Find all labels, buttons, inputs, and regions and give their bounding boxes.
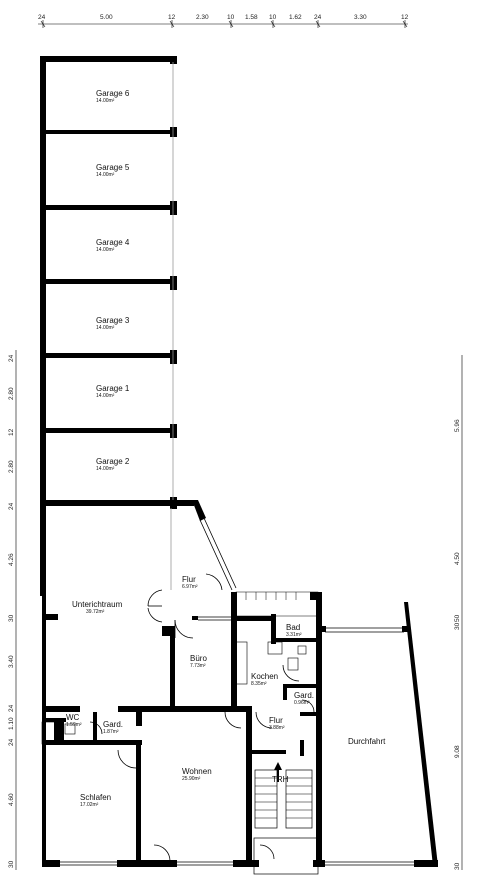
dim-right-1: 5.96: [454, 419, 461, 432]
room-garage5-name: Garage 5: [96, 163, 130, 172]
room-garage4-area: 14.00m²: [96, 247, 115, 253]
room-bad-name: Bad: [286, 623, 300, 632]
dim-top-10: 3.30: [354, 14, 367, 21]
room-wc-area: 1.59m²: [66, 722, 82, 728]
room-trh-name: TRH: [272, 775, 289, 784]
room-garage2-area: 14.00m²: [96, 466, 115, 472]
room-garage6-area: 14.00m²: [96, 98, 115, 104]
room-unterricht-name: Unterichtraum: [72, 600, 123, 609]
walls: [40, 56, 438, 867]
room-durchfahrt-name: Durchfahrt: [348, 737, 386, 746]
room-schlafen-name: Schlafen: [80, 793, 111, 802]
room-wohnen-name: Wohnen: [182, 767, 212, 776]
dim-right-4: 50: [454, 614, 461, 622]
dim-left-8: 3.40: [8, 655, 15, 668]
room-garage1-area: 14.00m²: [96, 393, 115, 399]
dim-top-9: 24: [314, 14, 322, 21]
dim-right-3: 30: [454, 622, 461, 630]
dim-top-1: 24: [38, 14, 46, 21]
dim-top-8: 1.62: [289, 14, 302, 21]
room-garage5-area: 14.00m²: [96, 172, 115, 178]
dim-left-4: 2.80: [8, 460, 15, 473]
room-bad-area: 3.31m²: [286, 632, 302, 638]
room-gard1-area: 0.96m²: [294, 700, 310, 706]
dim-top-5: 10: [227, 14, 235, 21]
dim-left-1: 24: [8, 354, 15, 362]
dim-top-2: 5.00: [100, 14, 113, 21]
top-dimension-line: 24 5.00 12 2.30 10 1.58 10 1.62 24 3.30 …: [38, 14, 409, 28]
kitchen-fixtures: [41, 641, 307, 745]
dim-right-2: 4.50: [454, 552, 461, 565]
right-dimension-line: 5.96 4.50 30 50 9.08 30: [454, 355, 463, 870]
stairs: [235, 591, 319, 875]
room-buero-name: Büro: [190, 654, 207, 663]
dim-top-11: 12: [401, 14, 409, 21]
dim-top-4: 2.30: [196, 14, 209, 21]
room-garage3-name: Garage 3: [96, 316, 130, 325]
dim-left-12: 4.60: [8, 793, 15, 806]
room-flur2-name: Flur: [269, 716, 283, 725]
room-garage6-name: Garage 6: [96, 89, 130, 98]
room-schlafen-area: 17.02m²: [80, 802, 99, 808]
room-wc-name: WC: [66, 713, 80, 722]
dim-left-3: 12: [8, 428, 15, 436]
dim-left-5: 24: [8, 502, 15, 510]
room-gard1-name: Gard.: [294, 691, 314, 700]
dim-right-6: 30: [454, 862, 461, 870]
dim-left-11: 24: [8, 738, 15, 746]
room-flur1-area: 6.97m²: [182, 584, 198, 590]
room-garage1-name: Garage 1: [96, 384, 130, 393]
room-gard2-area: 1.87m²: [103, 729, 119, 735]
room-garage2-name: Garage 2: [96, 457, 130, 466]
dim-left-7: 30: [8, 614, 15, 622]
room-wohnen-area: 25.90m²: [182, 776, 201, 782]
room-kochen-area: 8.35m²: [251, 681, 267, 687]
dim-left-6: 4.26: [8, 553, 15, 566]
dim-left-10: 1.10: [8, 717, 15, 730]
dim-top-3: 12: [168, 14, 176, 21]
dim-right-5: 9.08: [454, 745, 461, 758]
left-dimension-line: 24 2.80 12 2.80 24 4.26 30 3.40 24 1.10 …: [8, 350, 17, 870]
dim-left-13: 30: [8, 860, 15, 868]
room-garage4-name: Garage 4: [96, 238, 130, 247]
dim-left-2: 2.80: [8, 387, 15, 400]
door-swings: [89, 573, 315, 862]
room-garage3-area: 14.00m²: [96, 325, 115, 331]
dim-top-6: 1.58: [245, 14, 258, 21]
dim-top-7: 10: [269, 14, 277, 21]
room-buero-area: 7.73m²: [190, 663, 206, 669]
room-flur2-area: 3.88m²: [269, 725, 285, 731]
room-gard2-name: Gard.: [103, 720, 123, 729]
room-flur1-name: Flur: [182, 575, 196, 584]
dim-left-9: 24: [8, 704, 15, 712]
room-unterricht-area: 39.72m²: [86, 609, 105, 615]
room-kochen-name: Kochen: [251, 672, 278, 681]
